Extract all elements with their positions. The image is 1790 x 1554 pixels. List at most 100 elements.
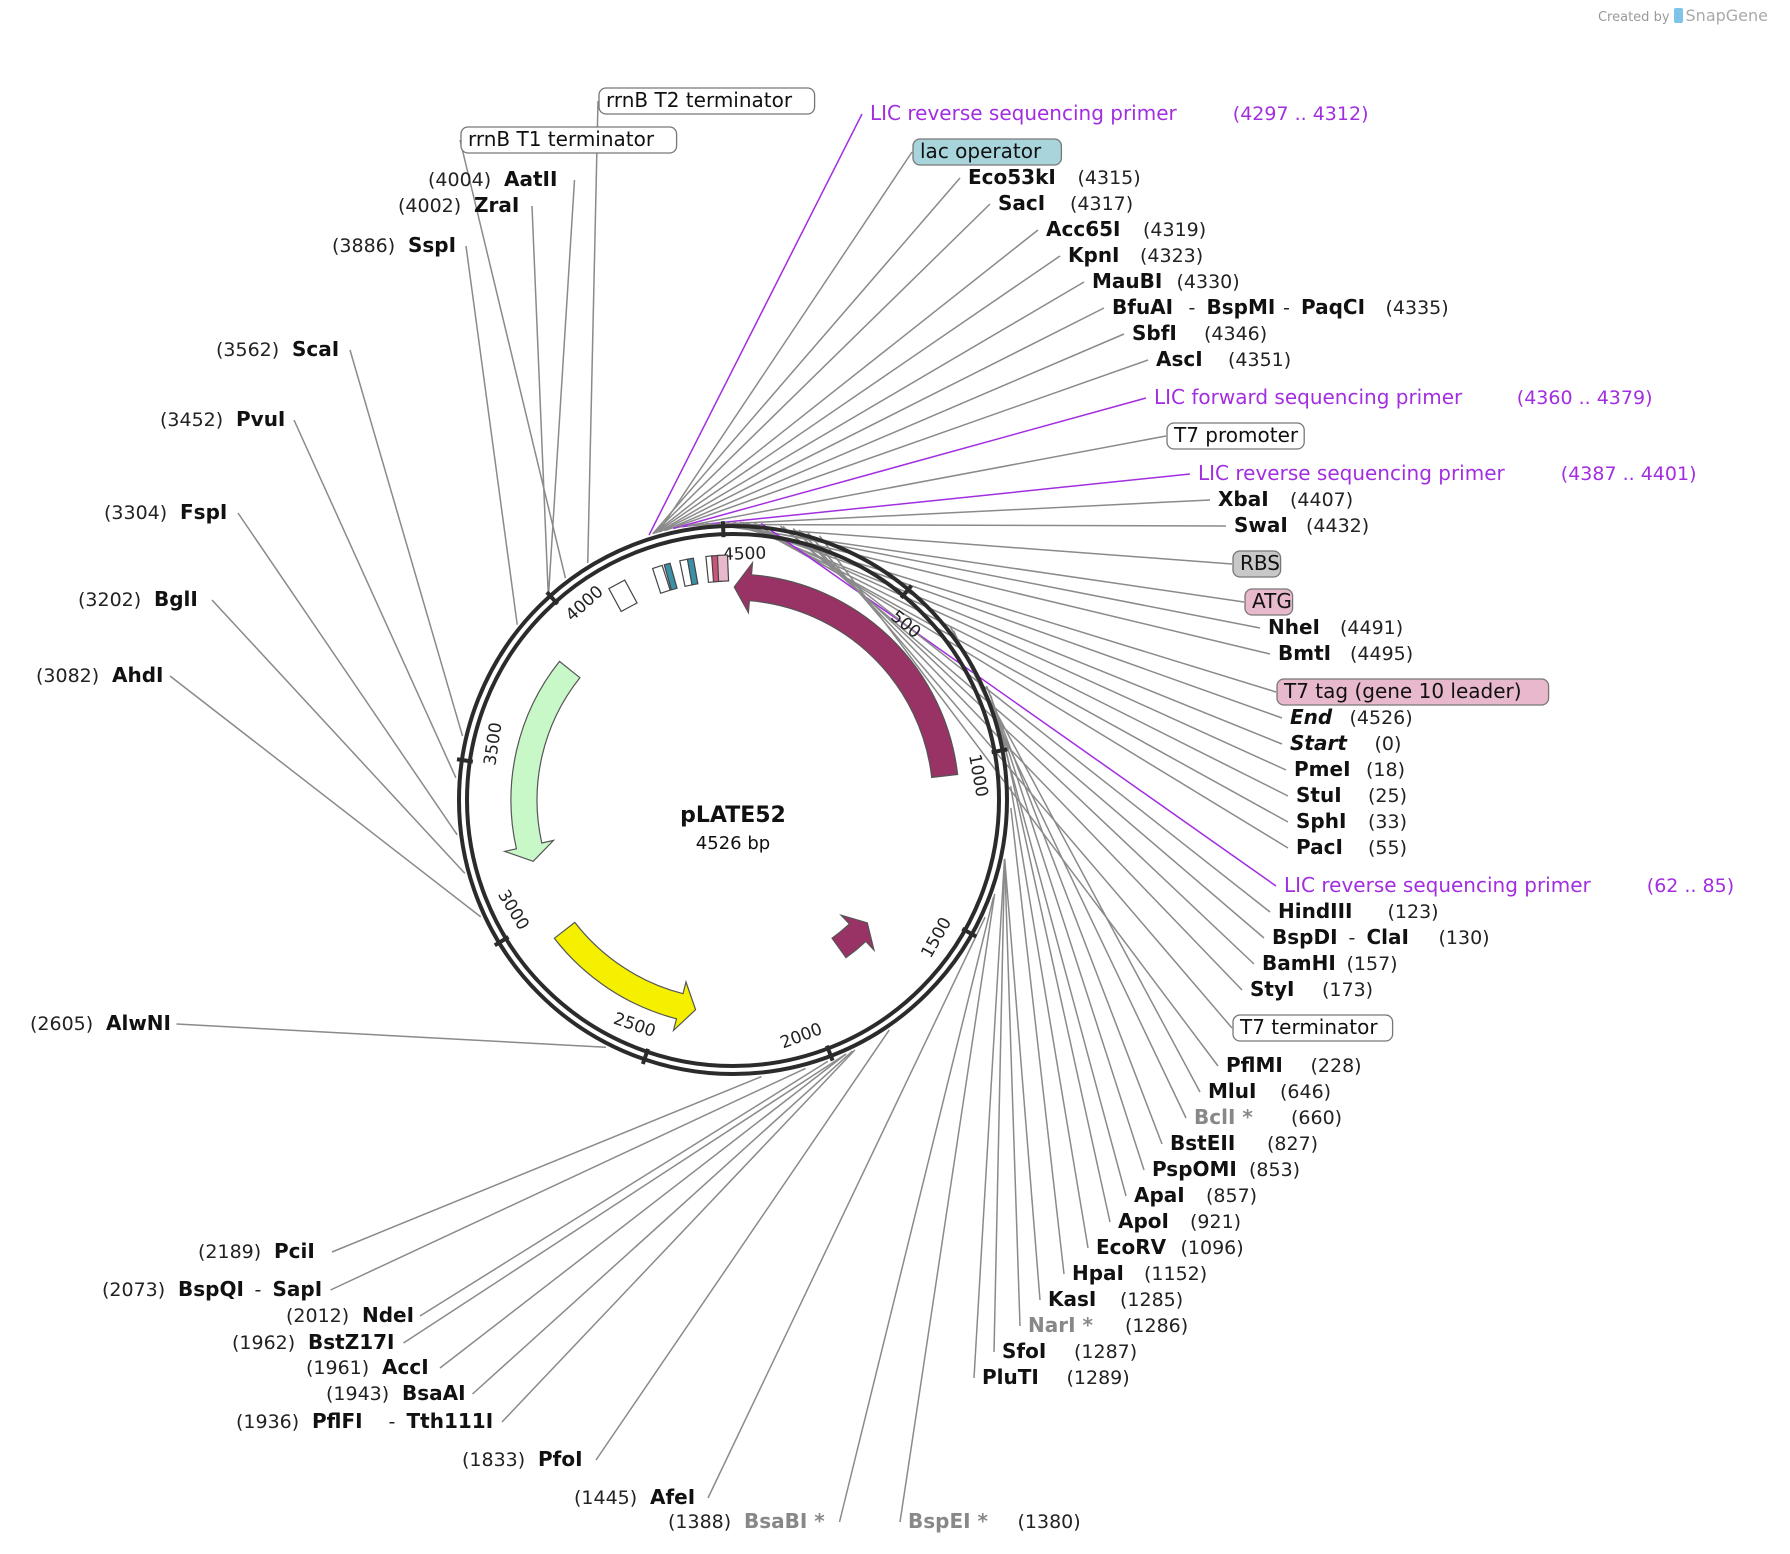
site-label: BsaAI (402, 1381, 466, 1405)
map-label: PluTI(1289) (982, 1365, 1130, 1389)
site-coordinate: (921) (1190, 1211, 1241, 1233)
map-label: ATG (1244, 588, 1294, 616)
tick-mark (545, 590, 560, 606)
site-coordinate: (827) (1267, 1133, 1318, 1155)
map-label: KpnI(4323) (1068, 243, 1203, 267)
ring-inner-strand (465, 532, 1001, 1068)
site-label: SacI (998, 191, 1045, 215)
leader-line (652, 203, 991, 535)
tick-label: 3500 (480, 721, 506, 767)
site-coordinate: (123) (1388, 901, 1439, 923)
credit-brand: SnapGene (1685, 6, 1768, 25)
site-label: AhdI (112, 663, 163, 687)
feature-glyph (608, 579, 638, 613)
leader-line (973, 860, 1006, 1379)
leader-line (1009, 786, 1089, 1249)
leader-line (659, 307, 1105, 533)
leader-line (237, 512, 458, 836)
feature-box-label: ATG (1252, 589, 1292, 613)
site-label: NdeI (362, 1303, 414, 1327)
map-label: (3886)SspI (332, 233, 456, 257)
map-label: SfoI(1287) (1002, 1339, 1137, 1363)
map-label: ApoI(921) (1118, 1209, 1241, 1233)
site-label: AatII (504, 167, 557, 191)
feature-box (1276, 678, 1550, 706)
feature-box-label: rrnB T2 terminator (606, 88, 793, 112)
site-label: MauBI (1092, 269, 1162, 293)
leader-line (657, 281, 1085, 533)
site-label: BmtI (1278, 641, 1331, 665)
map-label: (4002)ZraI (398, 193, 519, 217)
leader-line (687, 499, 1211, 527)
leader-line (648, 113, 863, 536)
map-label: HindIII (123) (1278, 899, 1439, 923)
site-coordinate: (4407) (1290, 489, 1353, 511)
map-label: T7 promoter (1166, 422, 1305, 450)
site-label: KpnI (1068, 243, 1120, 267)
site-label: BclI * (1194, 1105, 1253, 1129)
map-label: AscI(4351) (1156, 347, 1291, 371)
site-label: PflFI (312, 1409, 363, 1433)
leader-line (653, 229, 1039, 534)
site-coordinate: (660) (1291, 1107, 1342, 1129)
site-label: NheI (1268, 615, 1320, 639)
feature-box-label: T7 promoter (1173, 423, 1299, 447)
label-separator: - (389, 1411, 396, 1433)
site-coordinate: (62 .. 85) (1647, 875, 1734, 897)
site-coordinate: (1152) (1144, 1263, 1207, 1285)
site-label: BspQI (178, 1277, 244, 1301)
map-label: rrnB T2 terminator (598, 87, 816, 115)
leader-line (349, 349, 464, 737)
site-label: Acc65I (1046, 217, 1120, 241)
site-label: SspI (408, 233, 456, 257)
map-label: (4004)AatII (428, 167, 557, 191)
site-label: FspI (180, 500, 227, 524)
site-coordinate: (1936) (236, 1411, 299, 1433)
leader-line (403, 1053, 847, 1344)
label-separator: - (255, 1279, 262, 1301)
feature-box-label: RBS (1240, 551, 1280, 575)
site-coordinate: (857) (1206, 1185, 1257, 1207)
map-label: BspDI-ClaI(130) (1272, 925, 1490, 949)
outer-labels: LIC reverse sequencing primer(4297 .. 43… (30, 87, 1734, 1533)
map-label: StyI(173) (1250, 977, 1373, 1001)
site-label: BstZ17I (308, 1330, 394, 1354)
site-label: SapI (273, 1277, 323, 1301)
site-label: HindIII (1278, 899, 1352, 923)
map-label: MluI(646) (1208, 1079, 1331, 1103)
site-coordinate: (4360 .. 4379) (1517, 387, 1653, 409)
leader-line (682, 473, 1191, 528)
map-label: StuI(25) (1296, 783, 1407, 807)
site-coordinate: (1962) (232, 1332, 295, 1354)
site-label: AfeI (650, 1485, 695, 1509)
feature-box (1232, 1014, 1394, 1042)
feature-box (598, 87, 816, 115)
map-label: LIC reverse sequencing primer(4387 .. 44… (1198, 461, 1697, 485)
site-coordinate: (33) (1368, 811, 1407, 833)
leader-line (459, 139, 567, 579)
site-label: PfoI (538, 1447, 583, 1471)
map-label: PacI(55) (1296, 835, 1407, 859)
primer-label: LIC reverse sequencing primer (1198, 461, 1506, 485)
leader-line (169, 675, 482, 918)
map-label: (2012)NdeI (286, 1303, 414, 1327)
site-label: ScaI (292, 337, 339, 361)
feature-glyph (716, 554, 730, 583)
tick-mark (640, 1048, 650, 1065)
map-label: NarI *(1286) (1028, 1313, 1188, 1337)
leader-line (501, 1049, 856, 1423)
leader-line (1003, 858, 1041, 1301)
label-separator: - (1349, 927, 1356, 949)
map-label: Start(0) (1290, 731, 1401, 755)
site-coordinate: (1961) (306, 1357, 369, 1379)
map-label: T7 tag (gene 10 leader) (1276, 678, 1550, 706)
site-label: Start (1290, 731, 1348, 755)
leader-line (665, 359, 1149, 531)
site-label: BspMI (1207, 295, 1276, 319)
site-coordinate: (2605) (30, 1013, 93, 1035)
feature-arrow-ampr (502, 660, 581, 862)
site-label: SbfI (1132, 321, 1177, 345)
map-label: BspEI *(1380) (908, 1509, 1081, 1533)
site-coordinate: (4319) (1143, 219, 1206, 241)
